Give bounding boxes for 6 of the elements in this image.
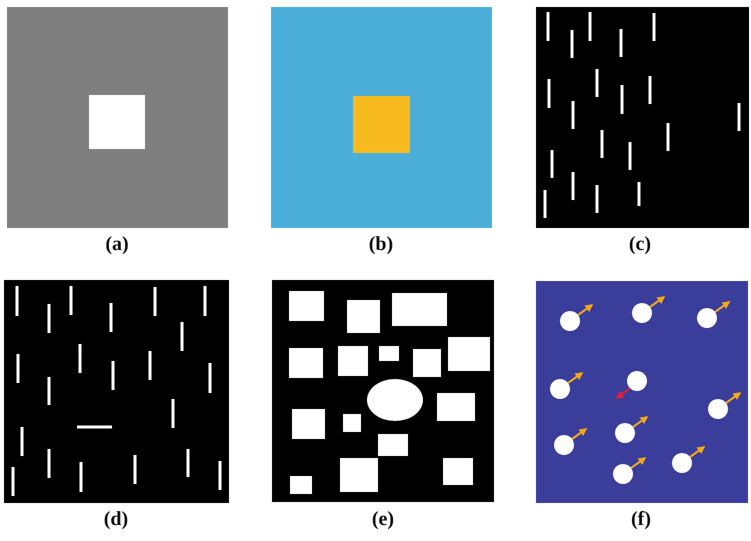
panel-label: (a) <box>104 233 130 255</box>
panel-label: (f) <box>630 508 652 530</box>
panel-label: (c) <box>628 233 652 255</box>
panel-label: (b) <box>368 233 394 255</box>
panel-label: (e) <box>370 508 396 530</box>
panel-label: (d) <box>102 508 130 530</box>
